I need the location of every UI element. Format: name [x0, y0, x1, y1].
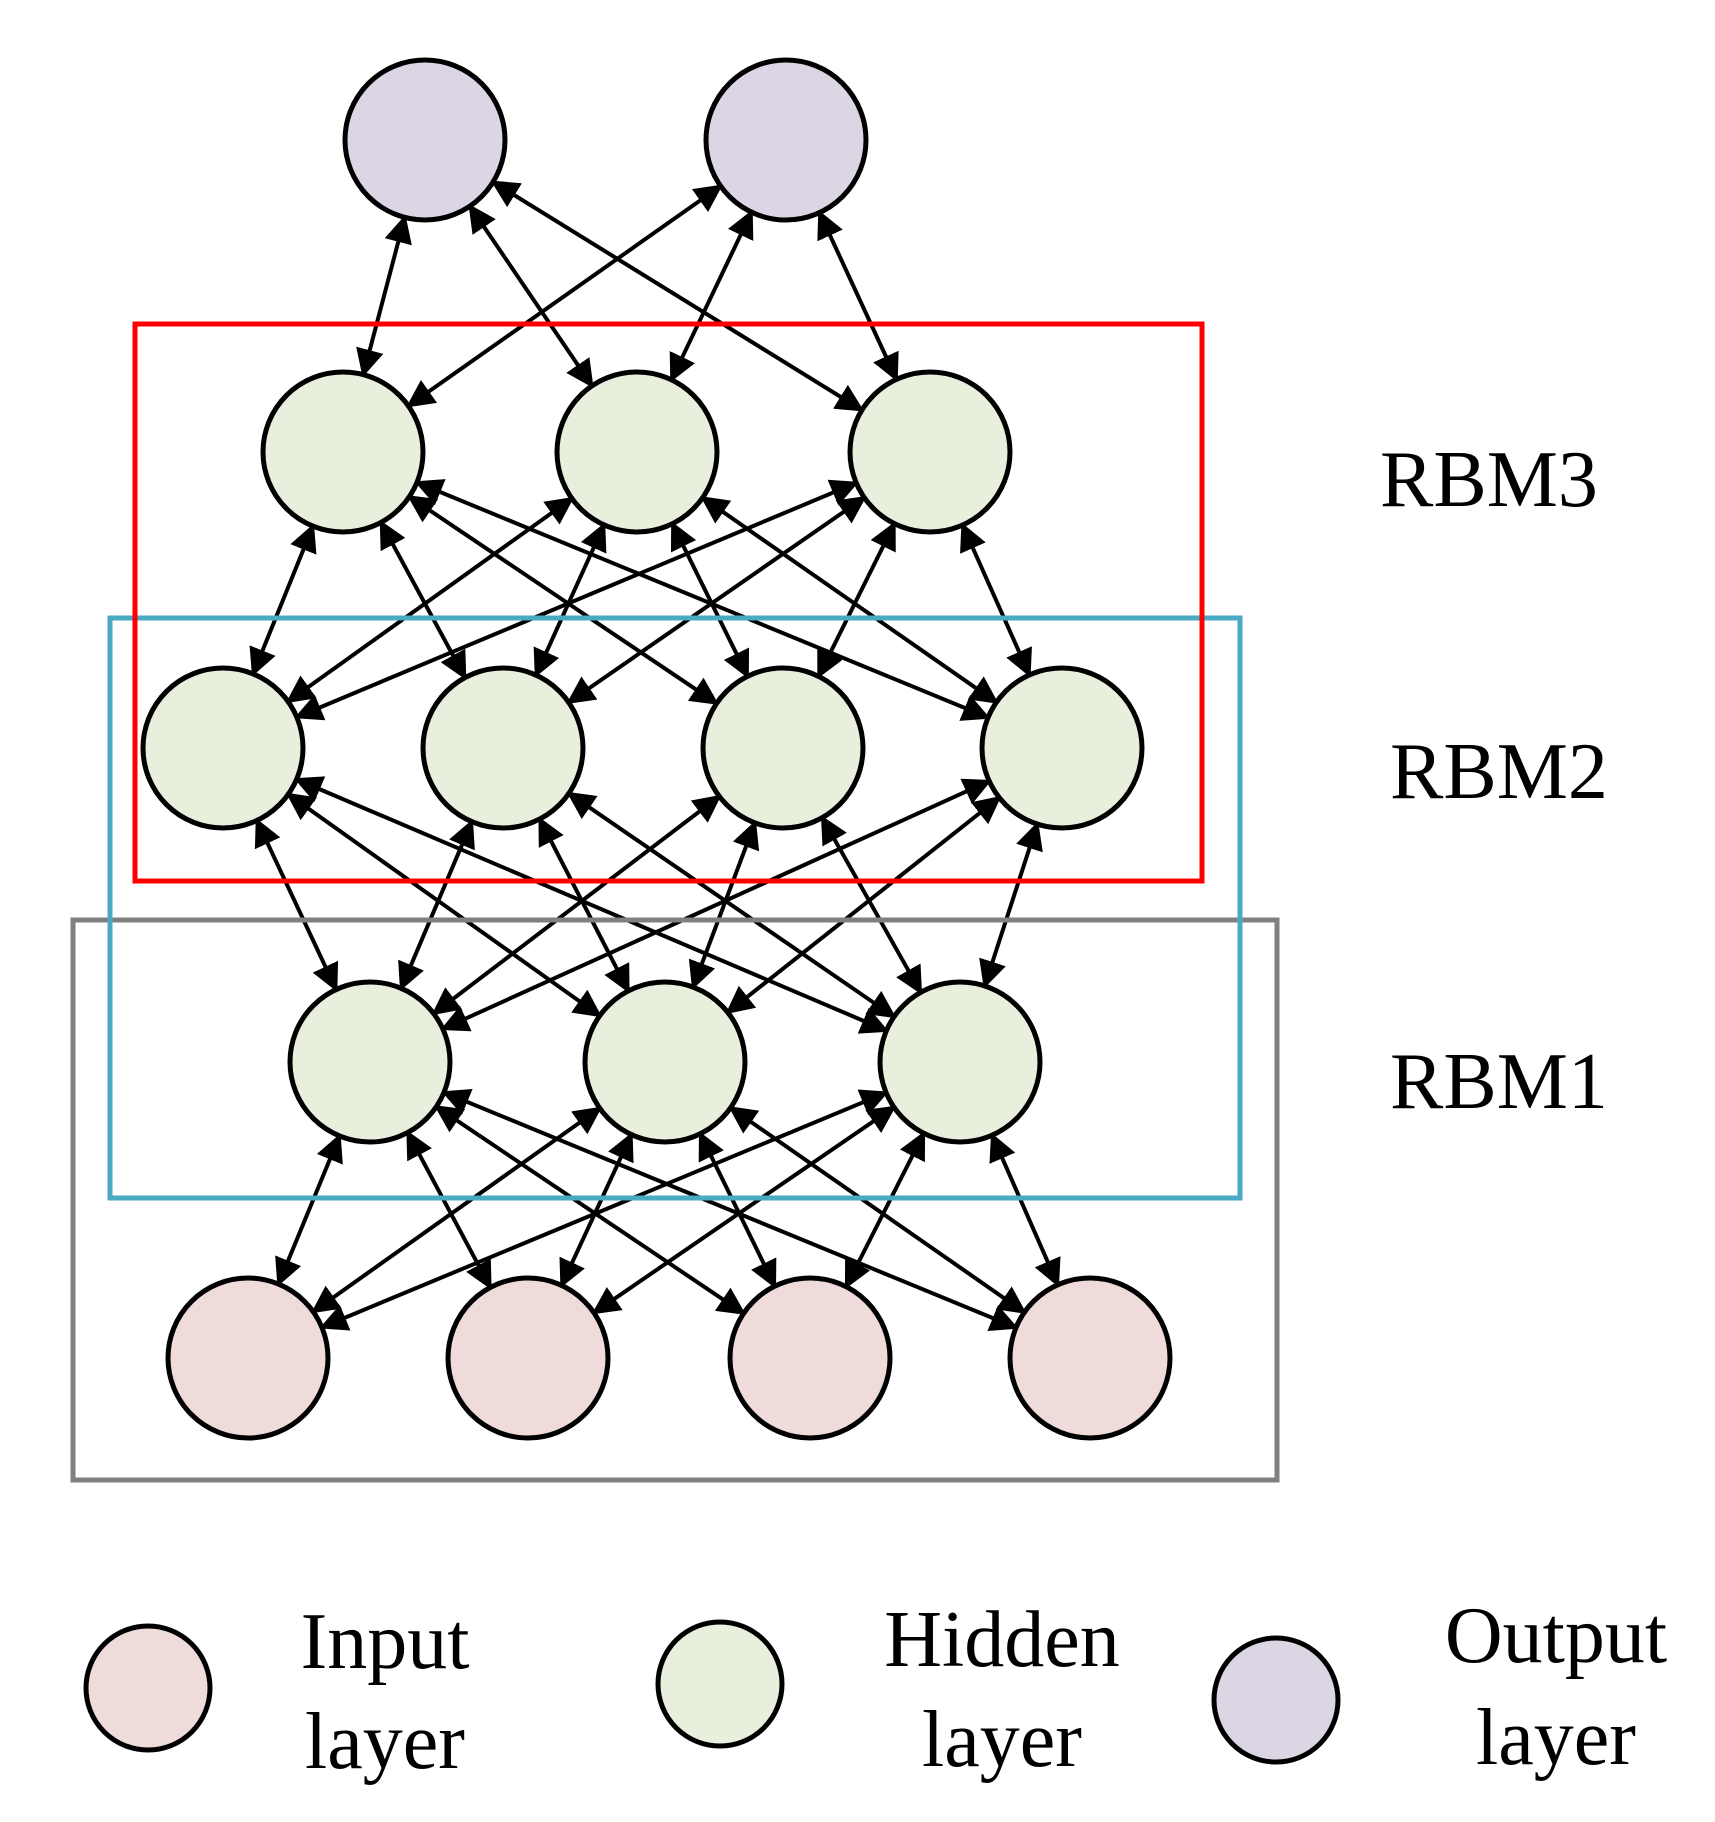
hidden-node — [700, 665, 866, 831]
legend-input-line2: layer — [305, 1698, 465, 1786]
input-node — [165, 1275, 331, 1441]
legend-output-swatch — [1211, 1635, 1341, 1765]
rbm1-box — [70, 917, 1280, 1483]
connection-arrow — [275, 1133, 343, 1287]
connection-arrow — [728, 1106, 1027, 1314]
hidden-node — [140, 665, 306, 831]
connection-arrow — [979, 821, 1043, 989]
connection-arrow — [254, 817, 339, 993]
legend-hidden-line2: layer — [922, 1696, 1082, 1784]
output-node — [342, 57, 508, 223]
connection-arrows — [249, 180, 1061, 1331]
connection-arrow — [356, 214, 412, 378]
connection-arrow — [700, 496, 999, 704]
legend-output-line2: layer — [1476, 1694, 1636, 1782]
connection-arrow — [820, 815, 923, 995]
rbm1-label: RBM1 — [1390, 1038, 1608, 1126]
hidden-node — [260, 369, 426, 535]
connection-arrow — [407, 495, 719, 705]
hidden-node — [847, 369, 1013, 535]
legend-output-line1: Output — [1445, 1592, 1667, 1680]
legend: Input layer Hidden layer Output layer — [83, 1592, 1667, 1786]
rbm3-label: RBM3 — [1380, 436, 1598, 524]
rbm2-label: RBM2 — [1390, 728, 1608, 816]
hidden-node — [582, 979, 748, 1145]
hidden-node — [287, 979, 453, 1145]
connection-arrow — [698, 1131, 777, 1289]
hidden-node — [979, 665, 1145, 831]
legend-hidden-line1: Hidden — [884, 1596, 1120, 1684]
legend-input-line1: Input — [301, 1598, 470, 1686]
hidden-node — [554, 369, 720, 535]
legend-hidden-swatch — [655, 1619, 785, 1749]
connection-arrow — [960, 522, 1032, 678]
hidden-node — [877, 979, 1043, 1145]
input-node — [1007, 1275, 1173, 1441]
input-node — [727, 1275, 893, 1441]
output-node — [703, 57, 869, 223]
connection-arrow — [566, 791, 897, 1019]
connection-arrow — [398, 819, 475, 991]
connection-arrow — [405, 1130, 493, 1290]
input-node — [445, 1275, 611, 1441]
connection-arrow — [817, 210, 899, 382]
connection-arrow — [249, 523, 317, 677]
connection-arrow — [669, 209, 754, 383]
connection-arrow — [989, 1132, 1061, 1288]
rbm3-box — [132, 321, 1205, 884]
rbm2-box — [107, 615, 1243, 1201]
legend-input-swatch — [83, 1623, 213, 1753]
network-nodes — [140, 57, 1173, 1441]
connection-arrow — [379, 519, 467, 681]
connection-arrow — [490, 180, 865, 412]
connection-arrow — [670, 521, 750, 679]
hidden-node — [420, 665, 586, 831]
